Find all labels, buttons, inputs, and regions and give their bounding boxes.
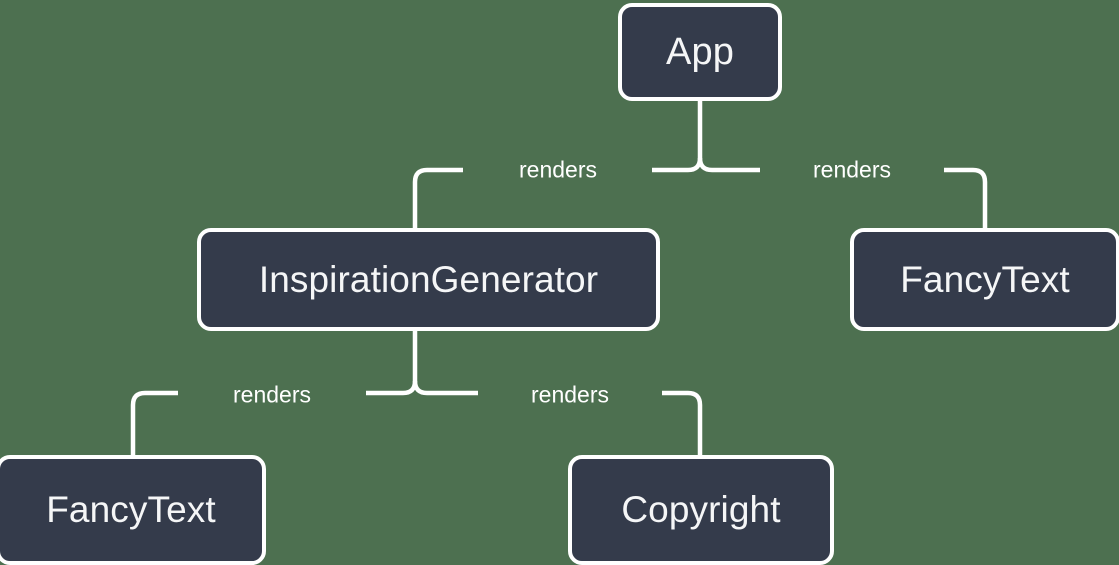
edge-label-inspiration-generator-to-fancytext: renders	[233, 381, 311, 408]
node-fancytext-left-label: FancyText	[46, 489, 216, 530]
edge-label-app-to-inspiration-generator: renders	[519, 156, 597, 183]
edge-app-fancytext	[944, 167, 988, 228]
edge-app-junction-right	[697, 157, 760, 173]
node-copyright[interactable]: Copyright	[568, 455, 834, 565]
node-fancytext-left[interactable]: FancyText	[0, 455, 266, 565]
edge-app-junction-left	[652, 157, 703, 173]
edge-ig-copyright	[662, 390, 703, 455]
node-inspiration-generator[interactable]: InspirationGenerator	[197, 228, 660, 331]
node-copyright-label: Copyright	[621, 489, 781, 530]
node-inspiration-generator-label: InspirationGenerator	[258, 258, 599, 300]
edge-ig-fancytext	[130, 390, 178, 455]
node-app[interactable]: App	[618, 3, 782, 101]
node-app-label: App	[666, 30, 734, 73]
node-fancytext-right-label: FancyText	[900, 258, 1070, 300]
edge-app-inspiration	[412, 167, 463, 228]
edge-label-inspiration-generator-to-copyright: renders	[531, 381, 609, 408]
edge-ig-junction-left	[366, 380, 418, 396]
edge-label-app-to-fancytext: renders	[813, 156, 891, 183]
node-fancytext-right[interactable]: FancyText	[850, 228, 1119, 331]
edge-ig-junction-right	[412, 380, 478, 396]
